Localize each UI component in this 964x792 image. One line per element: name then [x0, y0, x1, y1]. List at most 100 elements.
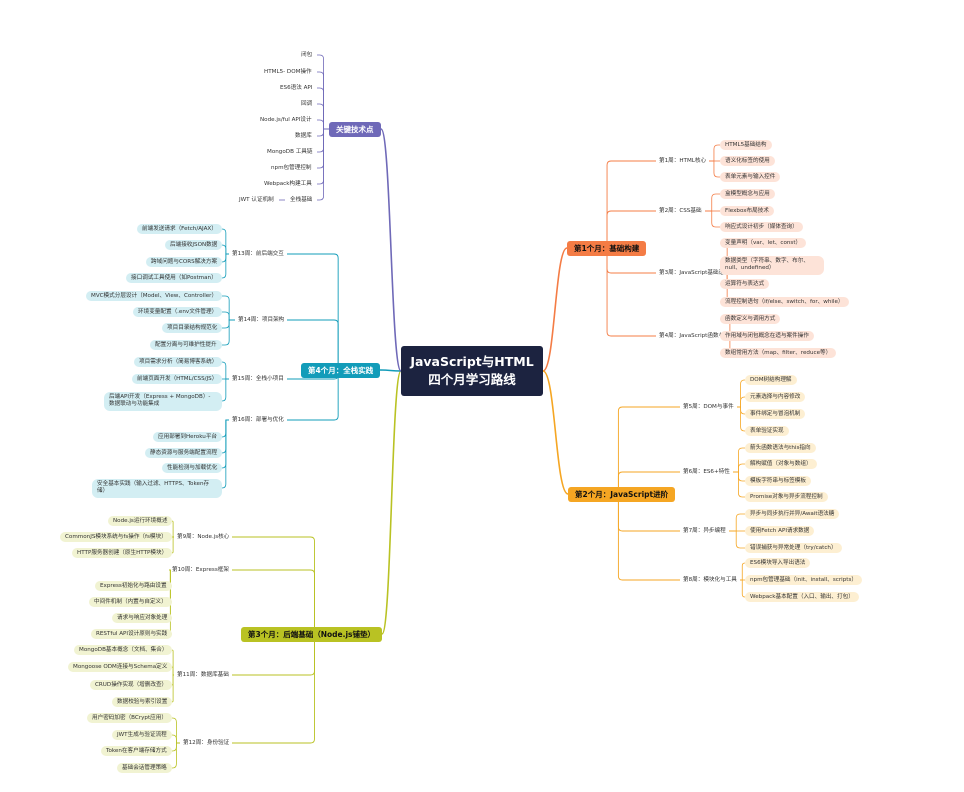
month2-week-4-item-1[interactable]: ES6模块导入导出语法 [745, 557, 811, 569]
month3-week-3-item-1[interactable]: MongoDB基本概念（文档、集合） [74, 644, 173, 656]
month1-week-2[interactable]: 第2周：CSS基础 [659, 207, 702, 214]
month4-week-4-item-2[interactable]: 静态资源与服务端配置流程 [145, 447, 223, 459]
month3-week-3-item-2[interactable]: Mongoose ODM连接与Schema定义 [68, 661, 173, 673]
tech-item-3[interactable]: ES6语法 API [275, 82, 318, 94]
branch-key-tech[interactable]: 关键技术点 [329, 121, 381, 137]
tech-item-5[interactable]: Node.js/ful API设计 [255, 114, 317, 126]
month4-week-3-item-1[interactable]: 项目需求分析（简易博客系统） [134, 356, 223, 368]
month2-week-1-item-3[interactable]: 事件绑定与冒泡机制 [745, 408, 806, 420]
tech-item-extra[interactable]: JWT 认证机制 [234, 194, 279, 206]
month3-week-4-item-1[interactable]: 用户密码加密（BCrypt应用） [87, 712, 172, 724]
month4-week-3-item-3[interactable]: 后端API开发（Express + MongoDB）- 数据联动与功能集成 [104, 391, 222, 411]
month4-week-3[interactable]: 第15周：全栈小项目 [232, 375, 284, 382]
month2-week-1[interactable]: 第5周：DOM与事件 [683, 403, 734, 410]
tech-item-10[interactable]: 全栈基础 [285, 194, 318, 206]
month4-week-1-item-2[interactable]: 后端接收JSON数据 [165, 239, 223, 251]
month2-week-3-item-3[interactable]: 错误捕获与异常处理（try/catch） [745, 542, 842, 554]
month2-week-3[interactable]: 第7周：异步编程 [683, 527, 726, 534]
month1-week-1-item-2[interactable]: 语义化标签的使用 [720, 155, 775, 167]
month1-week-2-item-3[interactable]: 响应式设计初步（媒体查询） [720, 221, 803, 233]
month4-week-2-item-3[interactable]: 项目目录结构规范化 [162, 322, 223, 334]
month3-week-1-item-3[interactable]: HTTP服务器创建（原生HTTP模块） [72, 547, 173, 559]
month4-week-4-item-4[interactable]: 安全基本实践（输入过滤、HTTPS、Token存储） [92, 478, 222, 498]
month3-week-1-link [232, 536, 382, 635]
month1-week-4-item-3[interactable]: 数组常用方法（map、filter、reduce等） [720, 347, 837, 359]
month1-week-3-item-2[interactable]: 数据类型（字符串、数字、布尔、null、undefined） [720, 255, 824, 275]
month3-week-1-item-1[interactable]: Node.js运行环境概述 [108, 515, 173, 527]
tech-item-8[interactable]: npm包管理控制 [266, 162, 317, 174]
month2-week-3-item-1-link [729, 513, 745, 532]
month2-week-3-item-2[interactable]: 使用Fetch API请求数据 [745, 525, 815, 537]
month1-week-3-item-1[interactable]: 变量声明（var、let、const） [720, 237, 807, 249]
month4-week-2-item-4[interactable]: 配置分离与可维护性提升 [150, 339, 222, 351]
month3-week-3-item-3[interactable]: CRUD操作实现（增删改查） [90, 679, 173, 691]
month1-week-3[interactable]: 第3周：JavaScript基础语法 [659, 269, 730, 276]
tech-item-1-link [317, 54, 329, 130]
month2-week-2[interactable]: 第6周：ES6+特性 [683, 468, 730, 475]
month2-week-2-item-3[interactable]: 模板字符串与标签模板 [745, 475, 811, 487]
branch-month4[interactable]: 第4个月：全栈实践 [301, 362, 381, 378]
month3-week-2[interactable]: 第10周：Express框架 [172, 566, 229, 573]
month2-week-1-item-4[interactable]: 表单验证实现 [745, 425, 789, 437]
month4-week-4-item-3[interactable]: 性能检测与加载优化 [162, 462, 223, 474]
branch-month3[interactable]: 第3个月：后端基础（Node.js铺垫） [241, 626, 382, 642]
month2-week-4-item-2[interactable]: npm包管理基础（init、install、scripts） [745, 574, 862, 586]
month3-week-4[interactable]: 第12周：身份验证 [183, 739, 230, 746]
month1-week-1[interactable]: 第1周：HTML核心 [659, 157, 707, 164]
month4-week-3-item-2[interactable]: 前端页面开发（HTML/CSS/JS） [132, 373, 223, 385]
month4-week-1[interactable]: 第13周：前后端交互 [232, 250, 284, 257]
month2-week-2-item-4-link [733, 471, 745, 498]
month4-week-1-item-4[interactable]: 接口调试工具使用（如Postman） [126, 272, 222, 284]
month4-week-2-item-2-link [222, 311, 235, 321]
month2-week-2-link [568, 471, 680, 495]
month3-week-2-item-4[interactable]: RESTful API设计原则与实践 [91, 628, 173, 640]
month1-week-4-item-2[interactable]: 作用域与闭包概念在适与案件操作 [720, 330, 814, 342]
month4-week-4-item-1[interactable]: 应用部署到Heroku平台 [153, 431, 223, 443]
month3-week-4-item-4-link [172, 742, 180, 769]
month2-week-3-item-1[interactable]: 异步与同步执行并异/Await语法糖 [745, 508, 840, 520]
month1-week-1-item-3[interactable]: 表单元素与输入控件 [720, 171, 781, 183]
month4-week-1-item-3[interactable]: 跨域问题与CORS解决方案 [146, 256, 223, 268]
tech-item-1[interactable]: 闭包 [296, 49, 318, 61]
month2-week-4[interactable]: 第8周：模块化与工具 [683, 576, 737, 583]
month3-week-4-item-1-link [172, 717, 180, 744]
month1-week-3-item-4[interactable]: 流程控制语句（if/else、switch、for、while） [720, 296, 849, 308]
month2-week-2-item-2[interactable]: 解构赋值（对象与数组） [745, 458, 817, 470]
month2-week-2-item-4[interactable]: Promise对象与异步流程控制 [745, 491, 828, 503]
tech-item-7[interactable]: MongoDB 工具链 [262, 146, 318, 158]
month1-week-1-item-1[interactable]: HTML5基础结构 [720, 139, 772, 151]
month2-week-1-item-1[interactable]: DOM树结构理解 [745, 374, 797, 386]
month1-week-2-item-1[interactable]: 盒模型概念与应用 [720, 188, 775, 200]
branch-month2[interactable]: 第2个月：JavaScript进阶 [568, 486, 676, 502]
month3-week-1[interactable]: 第9周：Node.js核心 [177, 533, 230, 540]
month4-week-4[interactable]: 第16周：部署与优化 [232, 416, 284, 423]
month3-week-3-item-4[interactable]: 数据校验与索引设置 [112, 696, 173, 708]
month3-week-3[interactable]: 第11周：数据库基础 [177, 671, 229, 678]
month3-week-4-item-2[interactable]: JWT生成与验证流程 [112, 729, 172, 741]
month4-week-2-item-2[interactable]: 环境变量配置（.env文件管理） [133, 306, 223, 318]
month1-week-4-item-1[interactable]: 函数定义与调用方式 [720, 313, 781, 325]
month2-week-1-item-2-link [737, 396, 745, 408]
month4-week-2-item-1[interactable]: MVC模式分层设计（Model、View、Controller） [86, 290, 223, 302]
month4-week-1-item-1[interactable]: 前端发送请求（Fetch/AJAX） [137, 223, 222, 235]
tech-item-4[interactable]: 回调 [296, 98, 318, 110]
month2-week-1-item-2[interactable]: 元素选择与内容修改 [745, 391, 806, 403]
branch-month1[interactable]: 第1个月：基础构建 [567, 240, 647, 256]
month2-week-4-item-3-link [740, 579, 746, 598]
month3-week-2-item-1[interactable]: Express初始化与路由设置 [95, 580, 172, 592]
month3-week-2-item-2[interactable]: 中间件机制（内置与自定义） [89, 596, 172, 608]
tech-item-9[interactable]: Webpack构建工具 [259, 178, 317, 190]
month3-week-4-item-3[interactable]: Token在客户端存储方式 [101, 745, 172, 757]
month2-week-4-item-3[interactable]: Webpack基本配置（入口、输出、打包） [745, 591, 859, 603]
month1-week-3-item-3[interactable]: 运算符与表达式 [720, 278, 770, 290]
month4-week-2[interactable]: 第14周：项目架构 [238, 316, 285, 323]
tech-item-6[interactable]: 数据库 [290, 130, 317, 142]
tech-item-2[interactable]: HTML5- DOM操作 [259, 66, 317, 78]
root-topic[interactable]: JavaScript与HTML四个月学习路线 [401, 346, 543, 396]
month2-week-2-item-1[interactable]: 箭头函数语法与this指向 [745, 442, 816, 454]
month3-week-2-item-3[interactable]: 请求与响应对象处理 [112, 612, 173, 624]
month1-week-4[interactable]: 第4周：JavaScript函数与对象 [659, 332, 736, 339]
month3-week-4-item-4[interactable]: 基础会话管理策略 [117, 762, 172, 774]
month3-week-1-item-2[interactable]: CommonJS模块系统与fs操作（fs模块） [60, 531, 172, 543]
month1-week-2-item-2[interactable]: Flexbox布局技术 [720, 205, 774, 217]
